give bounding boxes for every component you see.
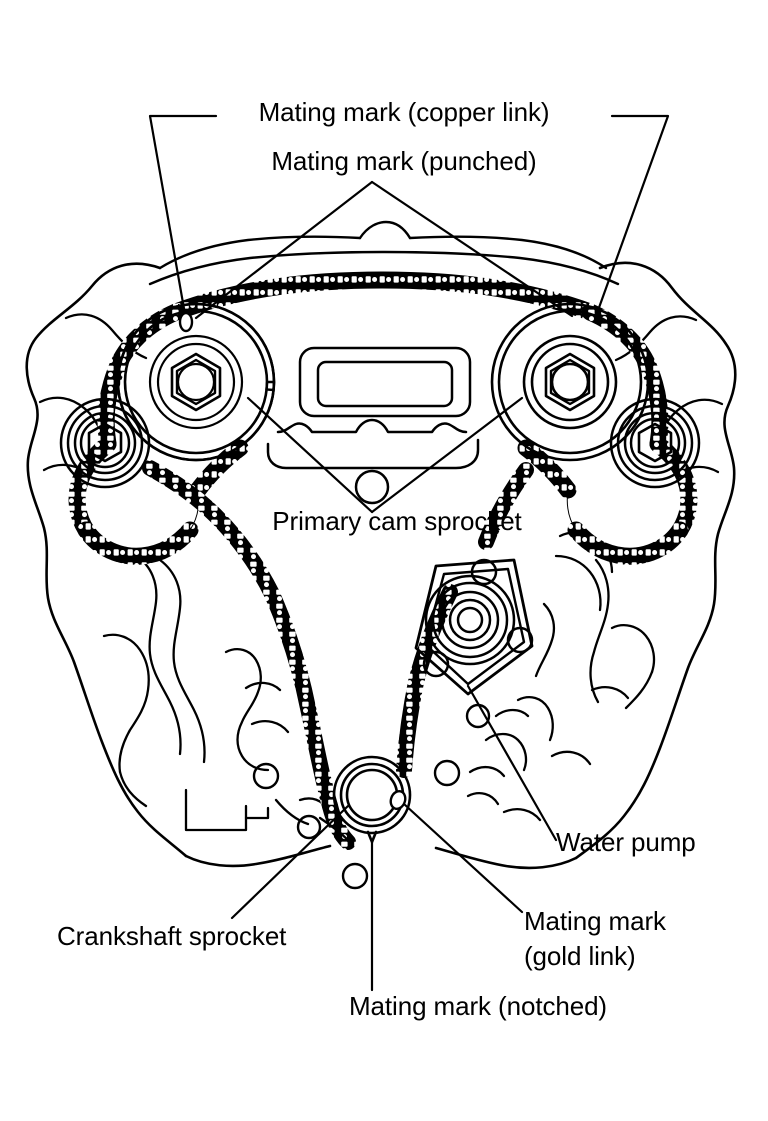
block-contour-right bbox=[466, 315, 724, 822]
label-mating-mark-punched: Mating mark (punched) bbox=[271, 146, 537, 176]
leader-primary-cam-right bbox=[370, 396, 524, 514]
engine-block-outline bbox=[25, 261, 737, 870]
label-mating-mark-notched: Mating mark (notched) bbox=[348, 991, 608, 1021]
leader-gold-link bbox=[402, 802, 524, 914]
timing-chain-primary bbox=[167, 271, 599, 321]
timing-chain-right-bank bbox=[396, 303, 698, 778]
leader-copper-link-right bbox=[594, 114, 670, 318]
cylinder-head-outline bbox=[148, 220, 620, 286]
label-primary-cam-sprocket: Primary cam sprocket bbox=[272, 506, 522, 536]
leader-copper-link bbox=[148, 114, 218, 322]
primary-cam-sprocket-right bbox=[490, 302, 650, 462]
leader-water-pump bbox=[466, 684, 558, 842]
label-mating-mark-copper-link: Mating mark (copper link) bbox=[258, 97, 550, 127]
label-crankshaft-sprocket: Crankshaft sprocket bbox=[57, 921, 287, 951]
secondary-sprocket-left bbox=[59, 397, 151, 489]
label-mating-mark-gold-link-line2: (gold link) bbox=[524, 941, 636, 971]
leader-crankshaft bbox=[230, 804, 350, 920]
label-water-pump: Water pump bbox=[556, 827, 696, 857]
leader-punched-left bbox=[194, 180, 374, 320]
mating-mark-links bbox=[178, 311, 407, 810]
label-mating-mark-gold-link-line1: Mating mark bbox=[524, 906, 666, 936]
block-contour-left bbox=[38, 313, 330, 832]
leader-punched-right bbox=[370, 180, 574, 318]
secondary-sprocket-right bbox=[609, 397, 701, 489]
leader-primary-cam-left bbox=[246, 396, 374, 514]
leader-lines bbox=[148, 114, 670, 992]
water-pump-sprocket bbox=[414, 558, 534, 696]
primary-cam-sprocket-left bbox=[116, 302, 276, 462]
block-bosses bbox=[252, 703, 491, 890]
center-cover-plate bbox=[266, 346, 480, 505]
